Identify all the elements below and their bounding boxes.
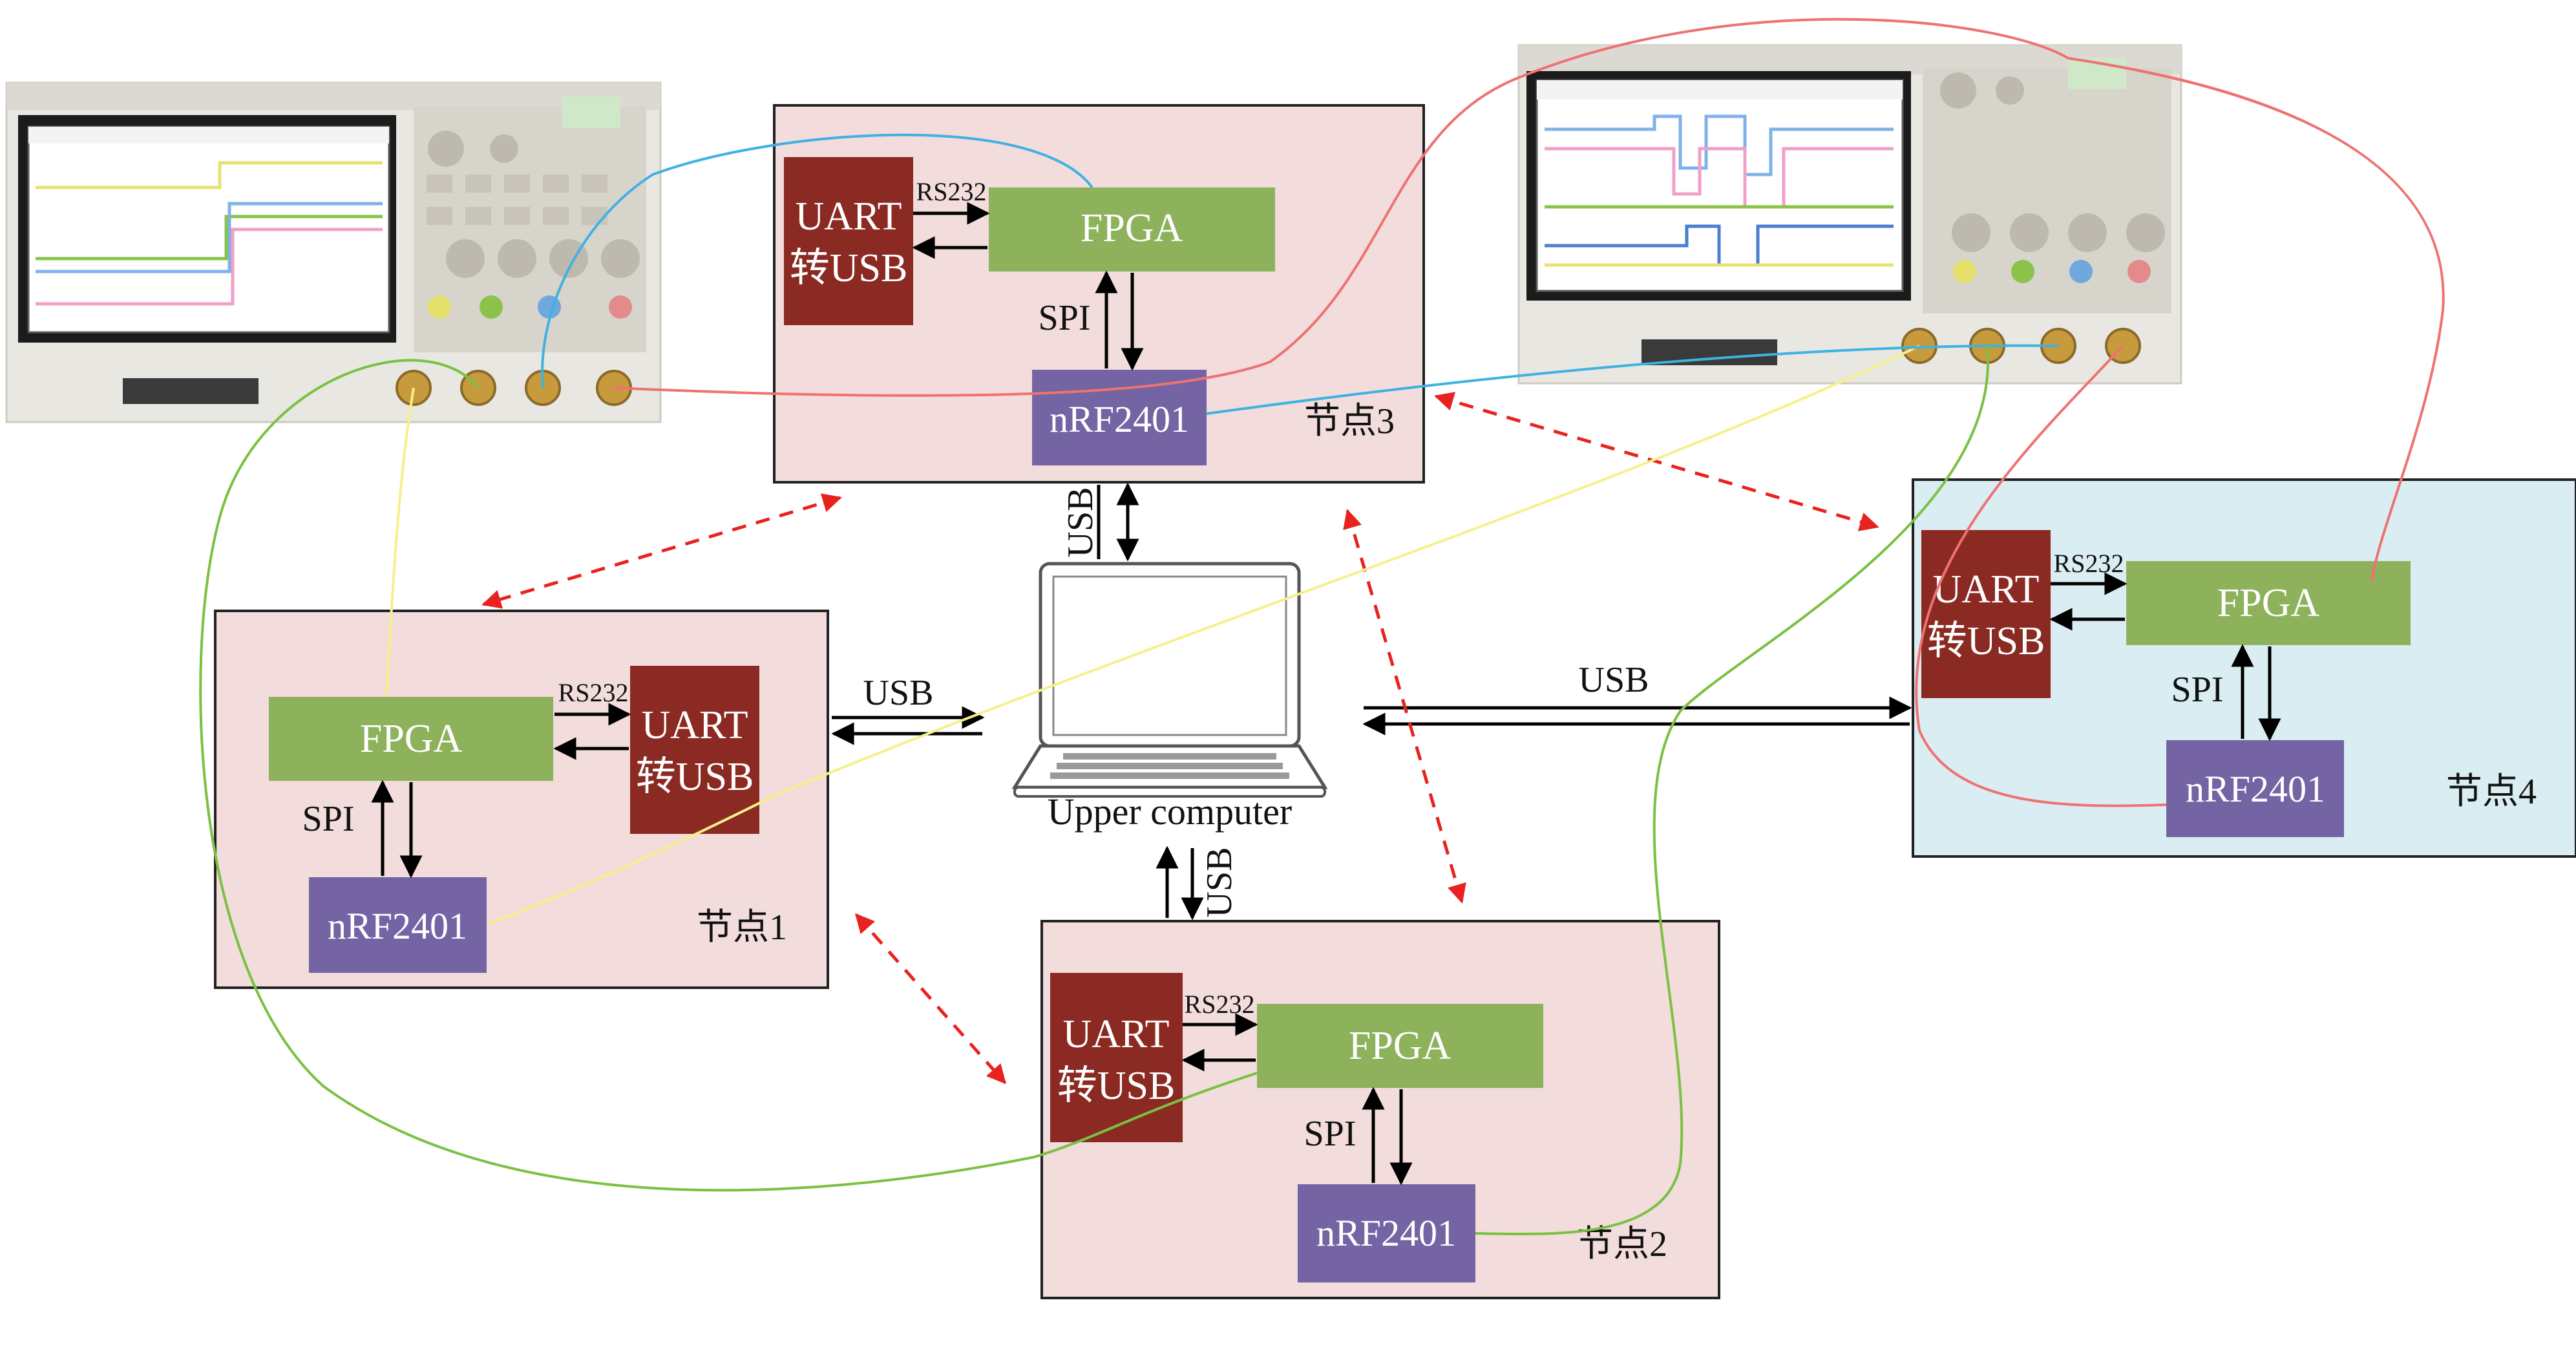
node1-name: 节点1 <box>697 908 787 948</box>
usb-label-top: USB <box>1061 487 1101 558</box>
node4-fpga-block <box>2126 561 2411 645</box>
node3-spi-label: SPI <box>1039 298 1091 338</box>
laptop-icon <box>1011 562 1328 798</box>
node1-uart-label-1: UART <box>641 703 748 747</box>
node3-nrf-block <box>1032 370 1207 465</box>
node3-uart-block <box>784 157 913 325</box>
node2-name: 节点2 <box>1577 1224 1667 1264</box>
node1-nrf-label: nRF2401 <box>328 905 467 947</box>
node2-uart-label-1: UART <box>1062 1012 1169 1056</box>
wireless-links <box>481 392 1879 1085</box>
node2-uart-label-2: 转USB <box>1057 1064 1176 1108</box>
node1-rs232-label: RS232 <box>558 678 629 707</box>
node2-nrf-label: nRF2401 <box>1316 1212 1456 1254</box>
node4-spi-label: SPI <box>2171 670 2224 710</box>
node2-rs232-label: RS232 <box>1185 990 1255 1019</box>
oscilloscope-right-icon <box>1517 44 2182 385</box>
upper-computer-label: Upper computer <box>1048 791 1292 833</box>
node4-rs232-label: RS232 <box>2054 549 2124 578</box>
node4-uart-label-1: UART <box>1932 568 2039 612</box>
node3-name: 节点3 <box>1304 401 1395 442</box>
node4-fpga-label: FPGA <box>2217 581 2320 625</box>
node4-nrf-block <box>2166 740 2344 837</box>
usb-label-right: USB <box>1579 660 1649 700</box>
node2-nrf-block <box>1298 1184 1475 1282</box>
node1-spi-label: SPI <box>302 799 355 839</box>
node2-spi-label: SPI <box>1304 1114 1357 1154</box>
node2-fpga-block <box>1257 1004 1543 1088</box>
node3-uart-label-2: 转USB <box>790 246 908 290</box>
node4-uart-block <box>1921 530 2051 698</box>
node1-nrf-block <box>309 877 487 973</box>
node2-fpga-label: FPGA <box>1349 1024 1452 1068</box>
node1-fpga-label: FPGA <box>360 717 463 761</box>
usb-label-left: USB <box>863 673 934 713</box>
node4-name: 节点4 <box>2446 772 2537 812</box>
node4-nrf-label: nRF2401 <box>2186 768 2325 810</box>
node3-rs232-label: RS232 <box>916 177 987 206</box>
node3-uart-label-1: UART <box>795 195 902 239</box>
node1-fpga-block <box>269 697 553 781</box>
node4-uart-label-2: 转USB <box>1927 619 2045 663</box>
usb-label-bottom: USB <box>1199 847 1240 918</box>
probe-wires <box>199 17 2445 1236</box>
node3-fpga-label: FPGA <box>1081 206 1183 250</box>
oscilloscope-left-icon <box>5 81 662 423</box>
node1-uart-block <box>630 666 759 834</box>
node3-fpga-block <box>989 187 1275 271</box>
node2-uart-block <box>1050 973 1183 1142</box>
node3-nrf-label: nRF2401 <box>1050 398 1189 440</box>
node1-uart-label-2: 转USB <box>636 755 754 799</box>
